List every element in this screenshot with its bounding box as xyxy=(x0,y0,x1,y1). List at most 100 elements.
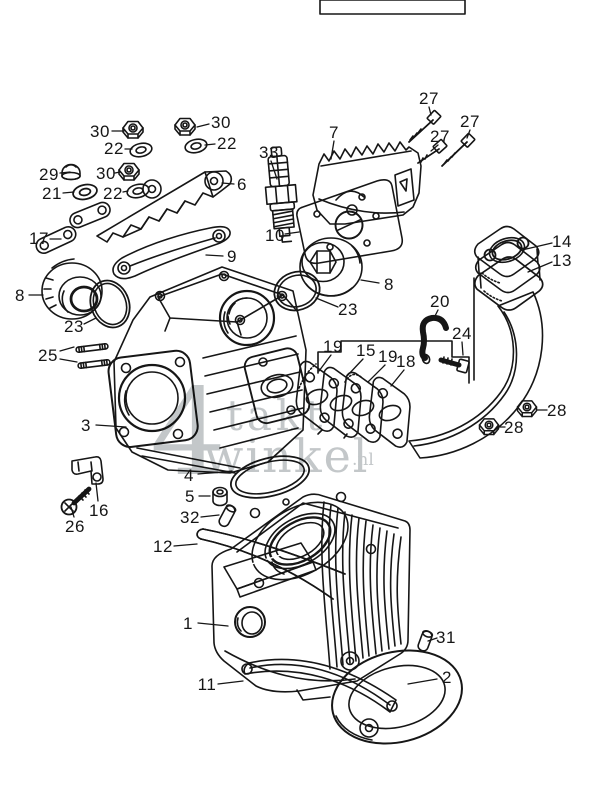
callout-number: 7 xyxy=(329,123,339,142)
callout-number: 4 xyxy=(184,466,194,485)
callout-number: 22 xyxy=(104,139,124,158)
callout-22: 22 xyxy=(204,134,237,153)
callout-number: 19 xyxy=(323,337,343,356)
callout-number: 8 xyxy=(384,275,394,294)
callout-18: 18 xyxy=(390,352,415,387)
callout-29: 29 xyxy=(39,165,71,184)
bolt-24 xyxy=(438,356,470,374)
callout-number: 6 xyxy=(237,175,247,194)
callout-number: 29 xyxy=(39,165,59,184)
callout-number: 21 xyxy=(42,184,62,203)
tappet-cap-8-left xyxy=(41,258,103,320)
callout-number: 15 xyxy=(356,341,376,360)
callout-number: 32 xyxy=(180,508,200,527)
callout-30: 30 xyxy=(90,122,125,141)
callout-number: 2 xyxy=(442,668,452,687)
callout-3: 3 xyxy=(81,416,127,435)
cap-nut-29 xyxy=(61,163,81,181)
callout-number: 33 xyxy=(259,143,279,162)
callout-number: 5 xyxy=(185,487,195,506)
nut-5 xyxy=(212,486,228,507)
callout-11: 11 xyxy=(198,675,244,694)
callout-4: 4 xyxy=(184,466,233,485)
callout-23: 23 xyxy=(64,317,97,336)
callout-number: 22 xyxy=(217,134,237,153)
callout-number: 11 xyxy=(198,675,217,694)
callout-8: 8 xyxy=(360,275,394,294)
callout-number: 27 xyxy=(430,127,450,146)
base-gasket-2 xyxy=(331,649,463,745)
callout-number: 27 xyxy=(419,89,439,108)
scan-artifact xyxy=(319,0,466,15)
callout-number: 25 xyxy=(38,346,58,365)
callout-19: 19 xyxy=(318,337,343,372)
callout-30: 30 xyxy=(196,113,231,132)
callout-number: 10 xyxy=(265,226,285,245)
callout-13: 13 xyxy=(527,251,571,273)
callout-23: 23 xyxy=(315,297,358,319)
callout-number: 22 xyxy=(103,184,123,203)
callout-6: 6 xyxy=(221,175,247,194)
callout-15: 15 xyxy=(346,341,376,377)
dowel-pin-31 xyxy=(417,630,434,652)
callout-12: 12 xyxy=(153,537,198,556)
bolts-27 xyxy=(408,109,476,167)
callout-26: 26 xyxy=(65,506,84,536)
callout-number: 19 xyxy=(378,347,398,366)
callout-number: 23 xyxy=(338,300,358,319)
callout-number: 27 xyxy=(460,112,480,131)
callout-number: 23 xyxy=(64,317,84,336)
callout-10: 10 xyxy=(265,226,300,245)
breather-plate-9 xyxy=(112,225,231,280)
o-ring-4 xyxy=(230,455,310,499)
callout-number: 30 xyxy=(90,122,110,141)
clamp-16 xyxy=(71,456,104,485)
callout-number: 1 xyxy=(183,614,193,633)
watermark-text-0: 4 xyxy=(150,364,226,503)
callout-28: 28 xyxy=(497,418,523,437)
callout-number: 30 xyxy=(211,113,231,132)
callout-5: 5 xyxy=(185,487,211,506)
callout-21: 21 xyxy=(42,184,75,203)
callout-20: 20 xyxy=(430,292,449,321)
callout-number: 31 xyxy=(436,628,456,647)
intake-manifold xyxy=(408,225,544,459)
callout-25: 25 xyxy=(38,346,78,365)
callout-number: 9 xyxy=(227,247,237,266)
callout-16: 16 xyxy=(89,482,109,520)
o-ring-23-left xyxy=(89,279,131,329)
cylinder-fins xyxy=(321,501,402,670)
callout-19: 19 xyxy=(367,347,398,383)
callout-32: 32 xyxy=(180,508,220,527)
seal-strip-11 xyxy=(241,658,398,713)
breather-pipe-20 xyxy=(419,314,449,365)
head-cover-7 xyxy=(312,141,422,225)
washer-21 xyxy=(70,181,100,203)
screw-26 xyxy=(60,486,92,516)
callout-8: 8 xyxy=(15,286,44,305)
callout-number: 14 xyxy=(552,232,572,251)
callout-number: 30 xyxy=(96,164,116,183)
callout-number: 17 xyxy=(29,229,49,248)
callout-2: 2 xyxy=(407,668,452,687)
callout-28: 28 xyxy=(536,401,567,420)
callout-22: 22 xyxy=(103,184,129,203)
watermark-text-2: winkel xyxy=(204,429,370,483)
callout-30: 30 xyxy=(96,164,121,183)
rocker-bracket-6 xyxy=(96,170,233,243)
callout-22: 22 xyxy=(104,139,133,158)
callout-24: 24 xyxy=(452,324,471,356)
callout-7: 7 xyxy=(329,123,339,160)
cylinder-1 xyxy=(211,491,411,701)
ghost-outline xyxy=(317,277,475,384)
callout-number: 16 xyxy=(89,501,109,520)
callout-27: 27 xyxy=(419,89,439,116)
callout-number: 28 xyxy=(547,401,567,420)
callout-number: 12 xyxy=(153,537,173,556)
insulator-stack xyxy=(282,353,424,456)
watermark-text-3: .nl xyxy=(352,450,374,470)
